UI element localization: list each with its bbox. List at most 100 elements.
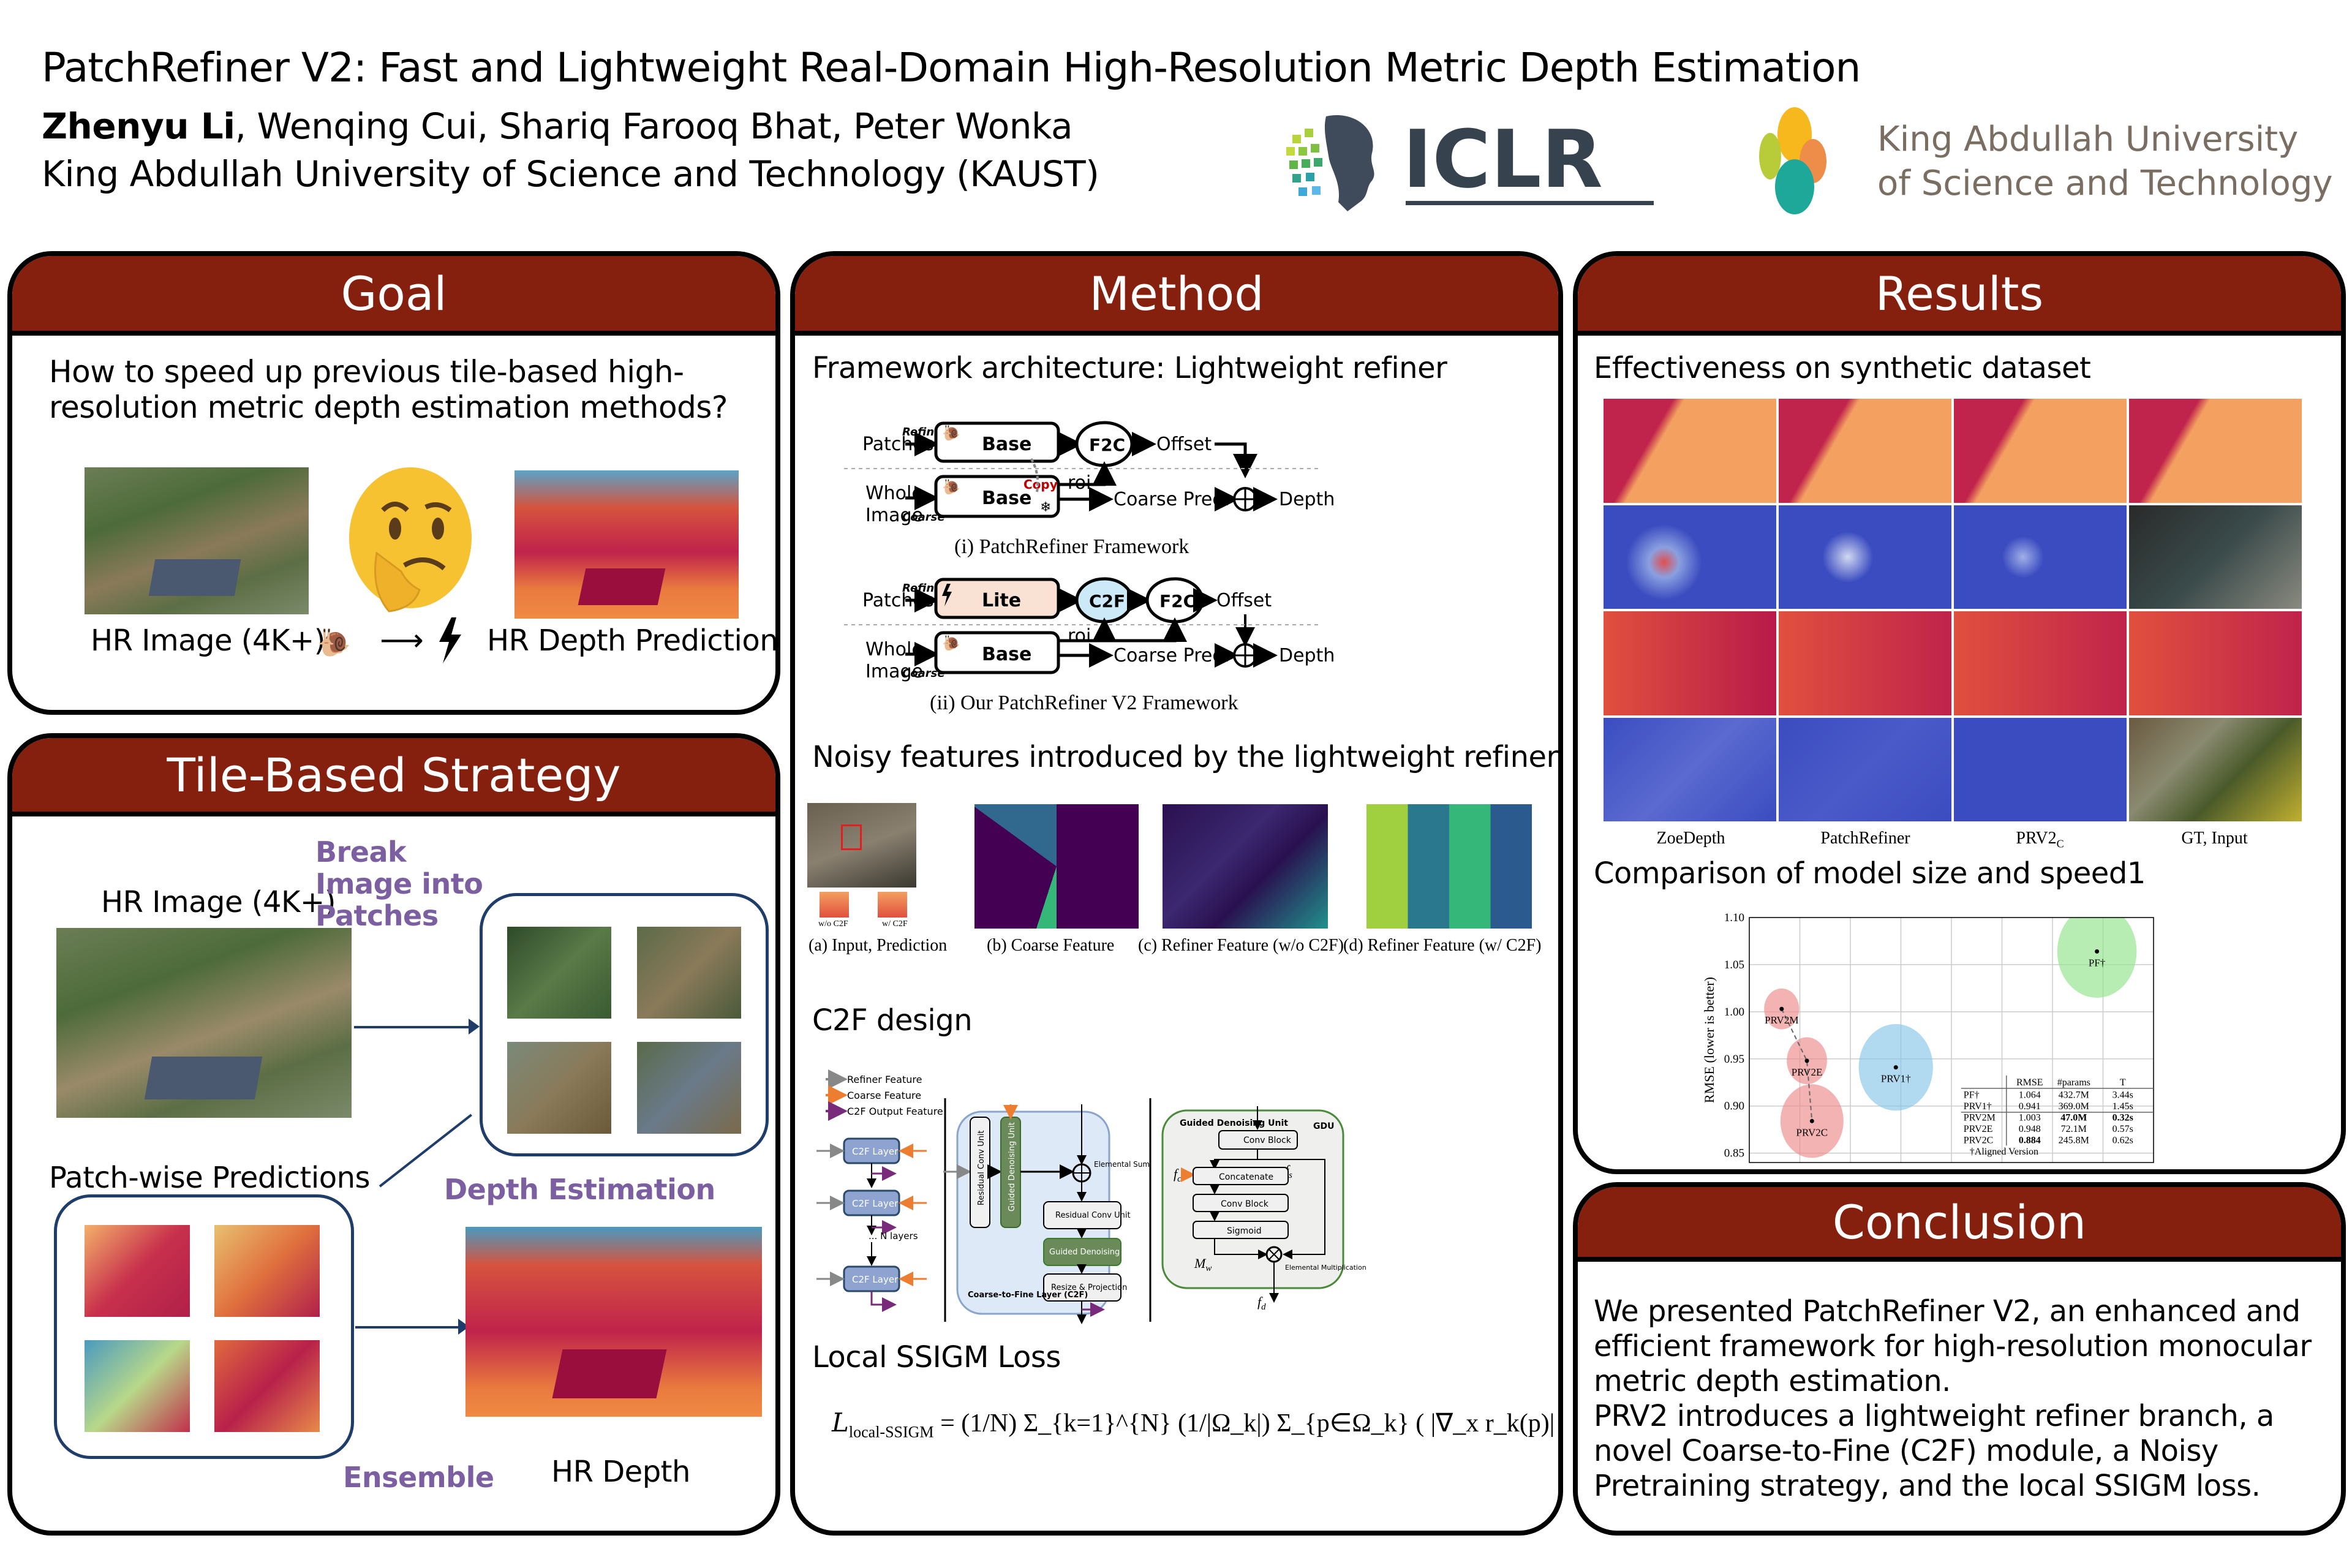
results-image-grid	[1604, 399, 2302, 821]
kaust-logo	[1733, 107, 2321, 217]
fw1-image: Image	[865, 505, 923, 526]
table-cell: 3.44s	[2113, 1090, 2133, 1100]
table-cell: 1.064	[2019, 1090, 2041, 1100]
goal-input-label: HR Image (4K+)	[91, 624, 325, 658]
hr-depth-thumbnail	[514, 470, 739, 619]
method-panel: Method Framework architecture: Lightweig…	[790, 251, 1563, 1536]
info-sign	[144, 1057, 263, 1099]
x-tick-label: 3.5	[2096, 1167, 2111, 1174]
x-tick-label: 1.0	[1843, 1167, 1858, 1174]
framework-diagram: Patches Refiner 🐌 Base F2C Offset Whole …	[844, 421, 1335, 714]
result-error-pr-1	[1779, 505, 1951, 609]
lightning-icon	[438, 617, 462, 666]
n-layers-label: ... N layers	[869, 1231, 918, 1242]
tile-heading: Tile-Based Strategy	[12, 738, 775, 816]
table-header: RMSE	[2016, 1077, 2043, 1088]
fw2-coarse-pred: Coarse Pred.	[1114, 645, 1230, 666]
result-input-1	[2129, 505, 2302, 609]
fw1-copy-label: Copy	[1023, 477, 1058, 492]
fd-label: fd	[1257, 1294, 1266, 1312]
elemental-sum-label: Elemental Sum	[1094, 1160, 1150, 1169]
step-break-into-patches: Break Image into Patches	[315, 835, 483, 932]
concatenate-block	[1193, 1167, 1289, 1185]
result-depth-pr-2	[1779, 611, 1951, 715]
caption-d: (d) Refiner Feature (w/ C2F)	[1343, 936, 1542, 955]
loss-equation: Llocal-SSIGM = (1/N) Σ_{k=1}^{N} (1/|Ω_k…	[832, 1408, 1558, 1441]
caption-c: (c) Refiner Feature (w/o C2F)	[1138, 936, 1344, 955]
coarse-feature-map	[974, 804, 1139, 929]
fw2-image: Image	[865, 661, 923, 682]
c2f-layer-stack: C2F Layer C2F Layer ... N layers C2F Lay…	[816, 1137, 927, 1312]
point-label: PF†	[2089, 957, 2105, 968]
table-cell: 72.1M	[2061, 1124, 2087, 1134]
fw1-depth: Depth	[1279, 489, 1335, 510]
point-label: PRV2M	[1765, 1014, 1798, 1026]
result-error-prv2-1	[1954, 505, 2127, 609]
fw1-offset: Offset	[1156, 434, 1212, 455]
comparison-title: Comparison of model size and speed1	[1594, 856, 2146, 891]
method-heading: Method	[795, 256, 1558, 336]
noisy-features-title: Noisy features introduced by the lightwe…	[812, 740, 1558, 774]
result-error-zoe-1	[1604, 505, 1776, 609]
bubble-pf	[2057, 918, 2137, 998]
c2f-layer-name: Coarse-to-Fine Layer (C2F)	[968, 1291, 1088, 1300]
gdu-short: GDU	[1313, 1121, 1334, 1131]
fw1-base-coarse-label: Base	[982, 488, 1031, 509]
table-cell: 1.003	[2019, 1112, 2041, 1123]
data-point	[2095, 949, 2100, 954]
svg-text:C2F Layer: C2F Layer	[852, 1198, 899, 1209]
conclusion-heading: Conclusion	[1578, 1187, 2341, 1262]
iclr-wordmark: ICLR	[1403, 113, 1603, 206]
table-cell: 0.884	[2019, 1135, 2041, 1145]
depth-patch	[85, 1340, 190, 1432]
iclr-head-icon: ICLR	[1286, 113, 1654, 211]
table-cell: PRV2C	[1964, 1135, 1994, 1145]
table-cell: 0.32s	[2113, 1112, 2133, 1123]
table-cell: 432.7M	[2059, 1090, 2089, 1100]
col-zoedepth: ZoeDepth	[1656, 829, 1725, 848]
svg-text:Resize & Projection: Resize & Projection	[1051, 1283, 1127, 1292]
step-ensemble: Ensemble	[343, 1461, 494, 1494]
result-depth-prv2-2	[1954, 611, 2127, 715]
snail-icon: 🐌	[942, 635, 960, 652]
result-depth-pr-1	[1779, 399, 1951, 503]
svg-text:C2F Layer: C2F Layer	[852, 1274, 899, 1285]
prediction-with-c2f	[878, 892, 907, 918]
snail-icon: 🐌	[942, 478, 960, 496]
goal-output-label: HR Depth Prediction	[487, 624, 778, 658]
goal-panel: Goal How to speed up previous tile-based…	[7, 251, 780, 715]
elemental-mult-label: Elemental Multiplication	[1285, 1264, 1366, 1272]
fc-label: fc	[1174, 1166, 1182, 1184]
table-cell: 0.57s	[2113, 1124, 2133, 1134]
y-tick-label: 0.95	[1724, 1053, 1744, 1066]
arrowhead	[469, 1019, 480, 1035]
c2f-design-title: C2F design	[812, 1003, 973, 1038]
prediction-without-c2f	[820, 892, 849, 918]
table-cell: 0.62s	[2113, 1135, 2133, 1145]
loss-title: Local SSIGM Loss	[812, 1340, 1061, 1374]
poster-title: PatchRefiner V2: Fast and Lightweight Re…	[42, 44, 1861, 91]
info-sign	[148, 559, 241, 596]
conclusion-para-2: PRV2 introduces a lightweight refiner br…	[1594, 1399, 2274, 1503]
tile-hr-image-label: HR Image (4K+)	[101, 885, 336, 919]
x-tick-label: 2.0	[1944, 1167, 1959, 1174]
fw1-base-coarse-box	[934, 475, 1060, 518]
result-depth-prv2-1	[1954, 399, 2127, 503]
data-point	[1893, 1065, 1898, 1070]
point-label: PRV2C	[1796, 1126, 1828, 1138]
y-axis-label: RMSE (lower is better)	[1702, 977, 1717, 1103]
result-depth-zoe-2	[1604, 611, 1776, 715]
table-cell: PRV2E	[1964, 1124, 1993, 1134]
fw1-caption: (i) PatchRefiner Framework	[954, 535, 1189, 558]
hr-depth-output	[466, 1227, 762, 1417]
point-label: PRV2E	[1792, 1066, 1823, 1078]
fw2-base-box	[934, 631, 1060, 674]
svg-text:Conv Block: Conv Block	[1221, 1199, 1269, 1209]
result-depth-zoe-1	[1604, 399, 1776, 503]
fw2-lite-label: Lite	[982, 590, 1021, 611]
conclusion-panel: Conclusion We presented PatchRefiner V2,…	[1573, 1182, 2346, 1536]
copy-arrow	[1030, 457, 1039, 492]
depth-sign-silhouette	[578, 568, 666, 605]
conclusion-body: We presented PatchRefiner V2, an enhance…	[1594, 1294, 2329, 1504]
col-patchrefiner: PatchRefiner	[1820, 829, 1910, 848]
